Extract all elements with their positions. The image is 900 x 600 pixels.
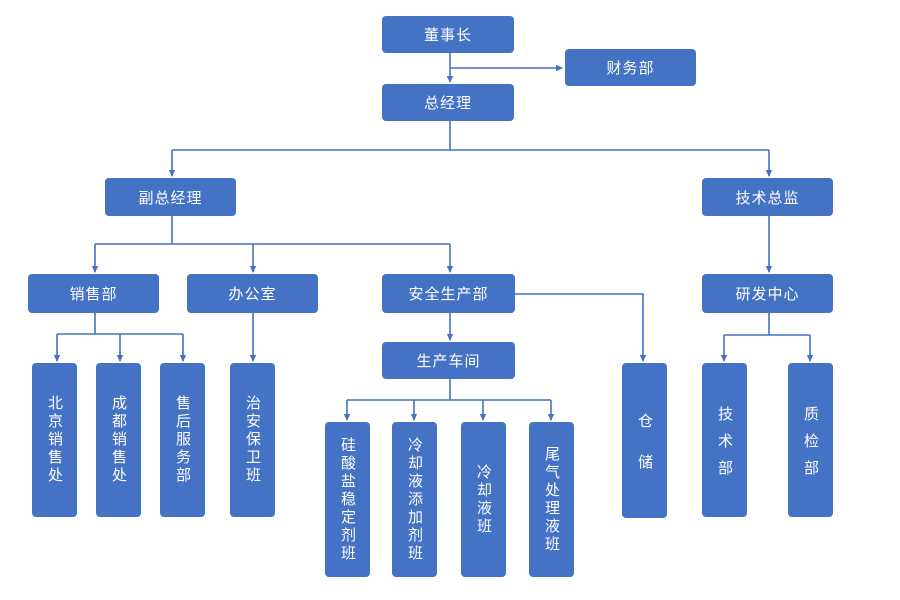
link-deputy-branch (95, 216, 450, 245)
node-deputy-gm: 副总经理 (105, 178, 236, 216)
link-rd-branch (724, 313, 810, 336)
node-beijing-sales: 北京销售处 (32, 363, 77, 517)
node-warehouse: 仓储 (622, 363, 667, 518)
node-security: 治安保卫班 (230, 363, 275, 517)
node-silicate-team: 硅酸盐稳定剂班 (325, 422, 370, 577)
node-finance: 财务部 (565, 49, 696, 86)
link-workshop-branch (347, 379, 551, 401)
node-exhaust-team: 尾气处理液班 (529, 422, 574, 577)
node-qc-dept: 质检部 (788, 363, 833, 517)
node-safety-production: 安全生产部 (382, 274, 515, 313)
node-workshop: 生产车间 (382, 342, 515, 379)
node-tech-director: 技术总监 (702, 178, 833, 216)
node-after-sales: 售后服务部 (160, 363, 205, 517)
node-sales: 销售部 (28, 274, 159, 313)
node-chairman: 董事长 (382, 16, 514, 53)
link-safety-warehouse (515, 293, 647, 362)
node-chengdu-sales: 成都销售处 (96, 363, 141, 517)
node-coolant-team: 冷却液班 (461, 422, 506, 577)
link-sales-branch (57, 313, 183, 335)
node-gm: 总经理 (382, 84, 514, 121)
node-tech-dept: 技术部 (702, 363, 747, 517)
node-rd-center: 研发中心 (702, 274, 833, 313)
link-gm-branch (172, 121, 769, 151)
node-office: 办公室 (187, 274, 318, 313)
node-coolant-additive-team: 冷却液添加剂班 (392, 422, 437, 577)
